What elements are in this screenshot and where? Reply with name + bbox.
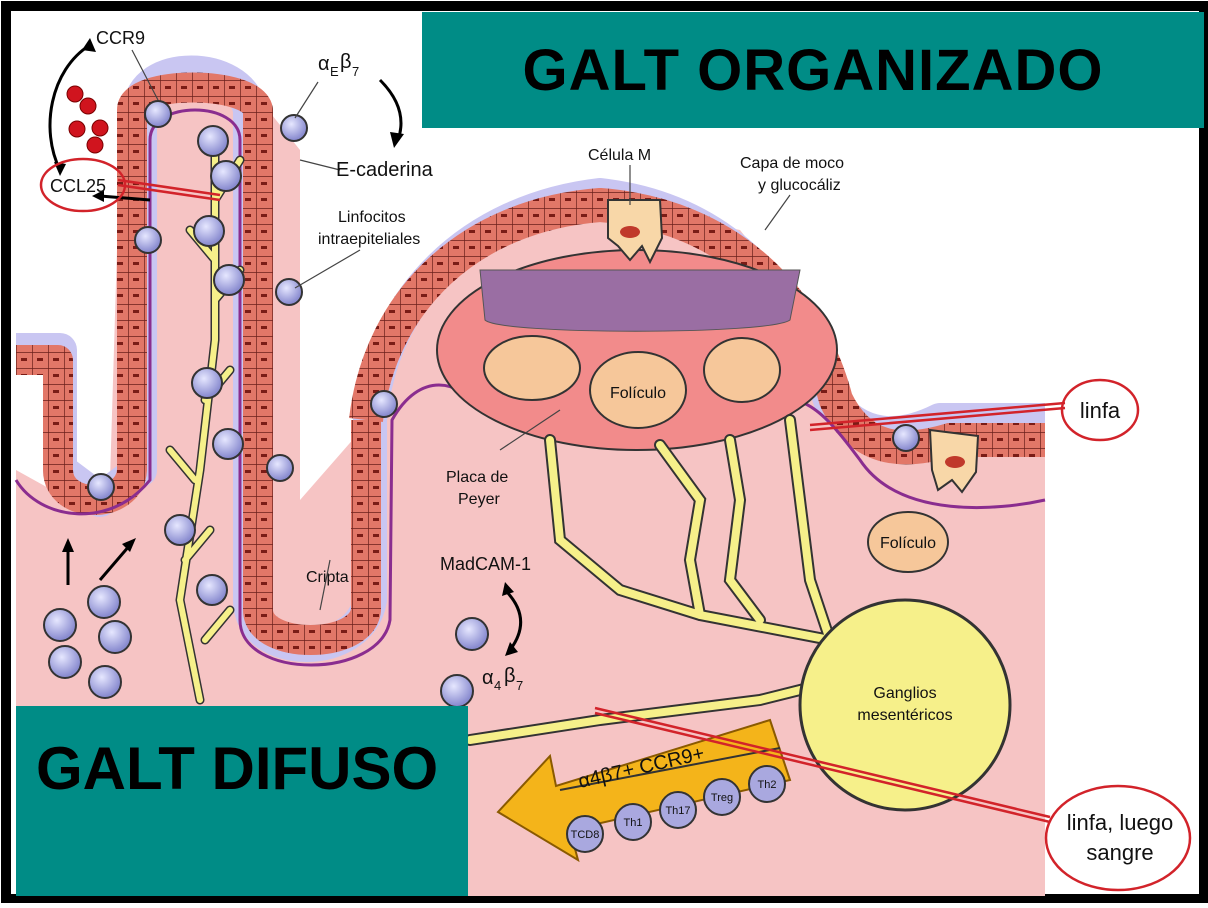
cell-label-th2: Th2 (758, 779, 777, 791)
lymphocyte (197, 575, 227, 605)
label-placa-2: Peyer (458, 491, 500, 508)
label-capa-2: y glucocáliz (758, 177, 841, 194)
lymphocyte (441, 675, 473, 707)
label-cripta: Cripta (306, 569, 349, 586)
svg-text:α: α (482, 667, 494, 689)
svg-text:α: α (318, 53, 330, 75)
lymphocyte (135, 227, 161, 253)
lymphocyte (145, 101, 171, 127)
svg-text:β: β (504, 665, 516, 687)
lymphocyte (88, 586, 120, 618)
lymphocyte (192, 368, 222, 398)
lymphocyte (88, 474, 114, 500)
lymphocyte (456, 618, 488, 650)
lymphocyte (213, 429, 243, 459)
linfa-sangre-circle (1046, 786, 1190, 890)
lymphocyte (49, 646, 81, 678)
cell-label-th17: Th17 (665, 805, 690, 817)
svg-text:7: 7 (352, 64, 359, 79)
m-cell-2-nucleus (945, 456, 965, 468)
label-ganglios-1: Ganglios (873, 685, 936, 702)
label-ccr9: CCR9 (96, 28, 145, 48)
label-e-cadherin: E-caderina (336, 159, 434, 181)
lymphocyte (194, 216, 224, 246)
lymphocyte (89, 666, 121, 698)
galt-organizado-banner: GALT ORGANIZADO (422, 12, 1204, 128)
label-ganglios-2: mesentéricos (857, 707, 952, 724)
lymphocyte (165, 515, 195, 545)
svg-text:4: 4 (494, 678, 501, 693)
label-linfa-sangre-2: sangre (1086, 840, 1153, 865)
svg-text:E: E (330, 64, 339, 79)
svg-text:β: β (340, 51, 352, 73)
label-ccl25: CCL25 (50, 176, 106, 196)
lymphocyte (198, 126, 228, 156)
lymphocyte (267, 455, 293, 481)
m-cell-nucleus (620, 226, 640, 238)
galt-organizado-title: GALT ORGANIZADO (523, 37, 1104, 104)
label-madcam: MadCAM-1 (440, 554, 531, 574)
mesenteric-lymph-node (800, 600, 1010, 810)
label-linfocitos-2: intraepiteliales (318, 231, 420, 248)
lymphocyte (211, 161, 241, 191)
lymphocyte (371, 391, 397, 417)
peyer-dome-region (480, 270, 800, 331)
follicle-left (484, 336, 580, 400)
lymphocyte (214, 265, 244, 295)
lymphocyte (281, 115, 307, 141)
label-linfa: linfa (1080, 398, 1121, 423)
label-linfa-sangre-1: linfa, luego (1067, 810, 1173, 835)
cell-label-th1: Th1 (624, 817, 643, 829)
lymphocyte (276, 279, 302, 305)
ccl25-dots (67, 86, 108, 153)
lymphocyte (44, 609, 76, 641)
follicle-right (704, 338, 780, 402)
label-foliculo-isolated: Folículo (880, 535, 936, 552)
label-foliculo-center: Folículo (610, 385, 666, 402)
svg-text:7: 7 (516, 678, 523, 693)
label-linfocitos-1: Linfocitos (338, 209, 406, 226)
lymphocyte (893, 425, 919, 451)
lymphocyte (99, 621, 131, 653)
cell-label-tcd8: TCD8 (571, 829, 600, 841)
galt-difuso-banner: GALT DIFUSO (16, 706, 468, 896)
label-placa-1: Placa de (446, 469, 508, 486)
cell-label-treg: Treg (711, 792, 733, 804)
galt-difuso-title: GALT DIFUSO (36, 734, 438, 803)
label-celula-m: Célula M (588, 147, 651, 164)
label-alphaE-beta7: α E β 7 (318, 51, 359, 79)
label-capa-1: Capa de moco (740, 155, 844, 172)
